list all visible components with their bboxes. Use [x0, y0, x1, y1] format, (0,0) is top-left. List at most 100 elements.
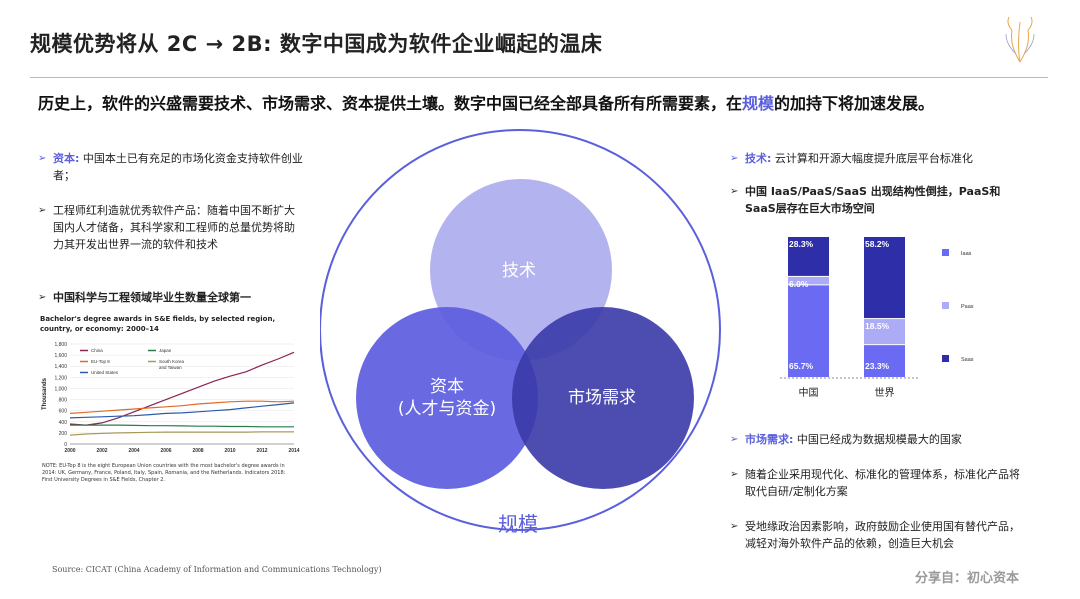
- y-axis-label: Thousands: [42, 377, 48, 410]
- subtitle-post: 的加持下将加速发展。: [774, 94, 935, 113]
- arrow-bullet-icon: ➢: [730, 521, 739, 532]
- venn-label-market: 市场需求: [568, 388, 636, 408]
- left-bullet-engineers: ➢ 工程师红利造就优秀软件产品：随着中国不断扩大国内人才储备，其科学家和工程师的…: [38, 202, 303, 253]
- bar-segment-saas: [864, 237, 905, 319]
- right-bullet-tech: ➢ 技术: 云计算和开源大幅度提升底层平台标准化: [730, 150, 1050, 167]
- circle-capital: [356, 307, 538, 489]
- bar-category-label: 中国: [799, 386, 819, 399]
- series-line-united-states: [69, 402, 295, 419]
- bar-category-label: 世界: [875, 387, 895, 399]
- bar-data-label: 23.3%: [865, 361, 890, 371]
- y-tick-label: 600: [59, 409, 68, 415]
- arrow-bullet-icon: ➢: [730, 469, 739, 480]
- bullet-key: 市场需求:: [745, 433, 794, 446]
- series-line-south-korea-and-taiwan: [69, 431, 294, 436]
- legend-swatch: [942, 302, 949, 309]
- capital-line1: 资本: [430, 377, 464, 397]
- series-line-eu-top-8: [69, 400, 295, 414]
- right-bullet-standardization: ➢ 随着企业采用现代化、标准化的管理体系，标准化产品将取代自研/定制化方案: [730, 466, 1030, 500]
- bullet-key: 资本:: [53, 152, 80, 165]
- graduates-line-chart: Bachelor's degree awards in S&E fields, …: [40, 314, 300, 492]
- line-chart-svg: Thousands 0 200 400 600 800 1,000 1,200 1,400 1,6…: [42, 342, 300, 454]
- bar-segment-paas: [864, 319, 905, 345]
- chart-note: NOTE: EU-Top 8 is the eight European Uni…: [42, 463, 286, 483]
- y-tick-label: 1,000: [54, 386, 67, 392]
- legend-swatch: [942, 355, 949, 362]
- venn-label-scale: 规模: [498, 512, 538, 536]
- legend-label: United States: [91, 370, 119, 375]
- bar-segment-iaas: [864, 345, 905, 377]
- y-tick-label: 1,600: [54, 353, 67, 359]
- brand-logo-icon: [1005, 16, 1035, 63]
- right-bullet-geopolitics: ➢ 受地缘政治因素影响，政府鼓励企业使用国有替代产品，减轻对海外软件产品的依赖，…: [730, 518, 1030, 552]
- arrow-bullet-icon: ➢: [38, 292, 47, 303]
- x-tick-label: 2014: [288, 448, 299, 454]
- legend-label: Japan: [159, 348, 172, 353]
- venn-diagram: 技术 资本 (人才与资金) 市场需求 规模: [320, 120, 730, 560]
- legend-label: EU-Top 8: [91, 359, 110, 364]
- series-line-china: [69, 351, 295, 426]
- arrow-bullet-icon: ➢: [730, 186, 739, 197]
- venn-svg: [320, 129, 721, 531]
- legend-label: China: [91, 348, 103, 353]
- capital-line2: (人才与资金): [397, 399, 497, 419]
- legend-label: South Korea: [159, 359, 185, 364]
- y-tick-label: 800: [59, 398, 68, 404]
- bar-segment-saas: [788, 237, 829, 276]
- bar-data-label: 28.3%: [789, 239, 814, 249]
- bullet-text: 中国 IaaS/PaaS/SaaS 出现结构性倒挂，PaaS和SaaS层存在巨大…: [745, 185, 1001, 215]
- bar-segment-paas: [788, 276, 829, 285]
- venn-label-capital: 资本 (人才与资金): [392, 376, 502, 420]
- left-bullet-graduates: ➢ 中国科学与工程领域毕业生数量全球第一: [38, 289, 303, 306]
- right-bullet-inversion: ➢ 中国 IaaS/PaaS/SaaS 出现结构性倒挂，PaaS和SaaS层存在…: [730, 183, 1020, 217]
- circle-market: [512, 307, 694, 489]
- x-tick-label: 2012: [256, 448, 267, 454]
- y-tick-label: 1,400: [54, 364, 67, 370]
- bullet-text: 中国本土已有充足的市场化资金支持软件创业者；: [53, 152, 303, 182]
- arrow-bullet-icon: ➢: [730, 434, 739, 445]
- x-tick-label: 2006: [160, 448, 171, 454]
- legend-swatch: [942, 249, 949, 256]
- bar-data-label: 58.2%: [865, 239, 890, 249]
- y-tick-label: 400: [59, 420, 68, 426]
- legend-label: Saas: [961, 357, 974, 363]
- subtitle-highlight: 规模: [742, 94, 775, 113]
- x-tick-label: 2010: [224, 448, 235, 454]
- x-tick-label: 2002: [96, 448, 107, 454]
- bar-data-label: 18.5%: [865, 321, 890, 331]
- source-note: Source: CICAT (China Academy of Informat…: [52, 565, 382, 574]
- bar-chart-svg: 65.7% 6.0% 28.3% 中国 23.3% 18.5% 58.2% 世界 IaasPaa…: [780, 237, 974, 399]
- bar-data-label: 6.0%: [789, 279, 809, 289]
- bar-data-label: 65.7%: [789, 361, 814, 371]
- bullet-key: 技术:: [745, 152, 772, 165]
- arrow-bullet-icon: ➢: [730, 153, 739, 164]
- bullet-text: 工程师红利造就优秀软件产品：随着中国不断扩大国内人才储备，其科学家和工程师的总量…: [53, 204, 295, 251]
- venn-label-tech: 技术: [502, 261, 536, 281]
- y-tick-label: 1,200: [54, 375, 67, 381]
- bullet-text: 受地缘政治因素影响，政府鼓励企业使用国有替代产品，减轻对海外软件产品的依赖，创造…: [745, 520, 1020, 550]
- left-bullet-capital: ➢ 资本: 中国本土已有充足的市场化资金支持软件创业者；: [38, 150, 303, 184]
- x-tick-label: 2008: [192, 448, 203, 454]
- bullet-text: 中国已经成为数据规模最大的国家: [796, 433, 962, 446]
- page-title: 规模优势将从 2C → 2B: 数字中国成为软件企业崛起的温床: [30, 32, 603, 56]
- arrow-bullet-icon: ➢: [38, 205, 47, 216]
- legend-label: and Taiwan: [159, 365, 182, 370]
- y-tick-label: 1,800: [54, 342, 67, 348]
- right-bullet-market: ➢ 市场需求: 中国已经成为数据规模最大的国家: [730, 431, 1050, 448]
- y-tick-label: 0: [64, 442, 67, 448]
- legend-label: Iaas: [961, 251, 972, 257]
- bar-segment-iaas: [788, 285, 829, 377]
- chart-title: Bachelor's degree awards in S&E fields, …: [40, 315, 276, 333]
- y-tick-label: 200: [59, 431, 68, 437]
- outer-scale-circle: [320, 129, 721, 531]
- title-divider: [30, 77, 1048, 78]
- x-tick-label: 2004: [128, 448, 139, 454]
- subtitle: 历史上，软件的兴盛需要技术、市场需求、资本提供土壤。数字中国已经全部具备所有所需…: [38, 90, 934, 114]
- x-tick-label: 2000: [64, 448, 75, 454]
- arrow-bullet-icon: ➢: [38, 153, 47, 164]
- bullet-text: 云计算和开源大幅度提升底层平台标准化: [774, 152, 973, 165]
- share-credit: 分享自：初心资本: [915, 571, 1020, 586]
- legend-label: Paas: [961, 304, 974, 310]
- bullet-text: 随着企业采用现代化、标准化的管理体系，标准化产品将取代自研/定制化方案: [745, 468, 1020, 498]
